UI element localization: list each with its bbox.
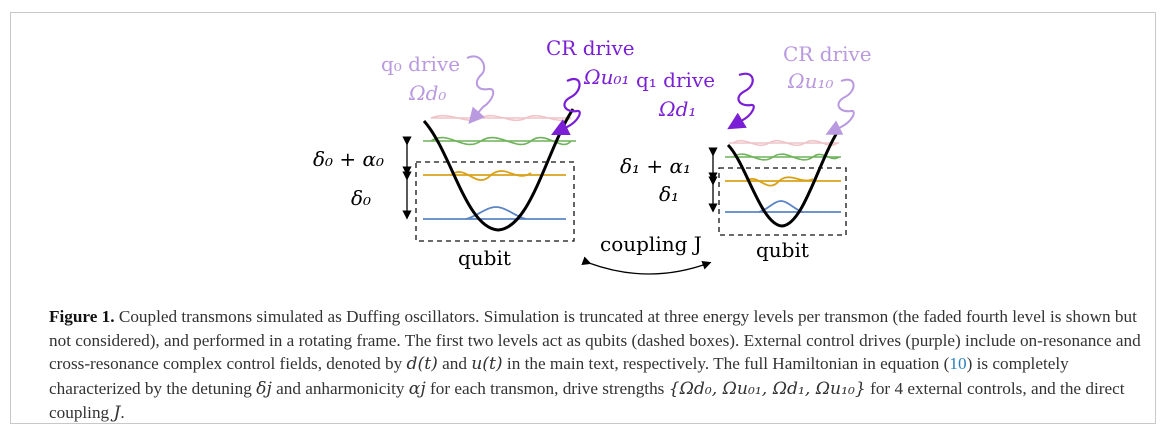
cr10-drive-symbol: Ωu₁₀ [787, 69, 834, 93]
caption-text-6: for each transmon, drive strengths [425, 378, 669, 398]
coupling-label: coupling J [600, 232, 702, 256]
caption-text-4: ) is completely characterized by the det… [49, 354, 1069, 398]
right-transmon [708, 130, 847, 236]
left-wave-1 [450, 170, 532, 181]
right-gap-bottom-label: δ₁ [659, 182, 679, 206]
caption-drive-set: {Ωd₀, Ωu₀₁, Ωd₁, Ωu₁₀} [668, 378, 866, 399]
left-gap-top-label: δ₀ + α₀ [313, 147, 384, 171]
right-potential-well [726, 130, 840, 228]
cr10-drive-label: CR drive [783, 42, 872, 66]
q1-drive-label: q₁ drive [636, 68, 715, 92]
coupling-arrow [581, 256, 712, 275]
right-wave-3-faded [732, 139, 838, 147]
caption-d-t: d(t) [406, 354, 438, 375]
caption-alpha-j: αj [408, 378, 426, 399]
cr01-drive-squiggle [551, 78, 581, 135]
caption-label: Figure 1. [49, 307, 115, 326]
right-gap-top-label: δ₁ + α₁ [620, 154, 691, 178]
caption-text-7: for 4 external controls, and the direct … [49, 378, 1125, 423]
q0-drive-squiggle [466, 55, 495, 125]
caption-text-5: and anharmonicity [271, 378, 409, 398]
right-qubit-label: qubit [756, 238, 809, 262]
cr01-drive-label: CR drive [546, 36, 635, 60]
q0-drive-symbol: Ωd₀ [408, 81, 446, 105]
left-qubit-label: qubit [458, 246, 511, 270]
figure-diagram: q₀ drive Ωd₀ CR drive Ωu₀₁ q₁ drive Ωd₁ … [313, 36, 872, 275]
left-gap-bottom-label: δ₀ [351, 186, 371, 210]
caption-text-8: . [120, 403, 125, 423]
left-wave-3-faded [430, 114, 572, 122]
q0-drive-label: q₀ drive [381, 52, 460, 76]
figure-caption: Figure 1. Coupled transmons simulated as… [49, 305, 1149, 426]
left-potential-well [422, 108, 575, 232]
caption-u-t: u(t) [471, 354, 503, 375]
right-wave-0 [758, 200, 804, 213]
right-wave-1 [745, 176, 814, 187]
q1-drive-squiggle [727, 72, 755, 130]
right-qubit-box [718, 167, 847, 236]
q1-drive-symbol: Ωd₁ [658, 97, 696, 121]
left-wave-2 [430, 136, 572, 146]
left-transmon [402, 108, 576, 242]
cr10-drive-squiggle [825, 78, 855, 135]
left-qubit-box [415, 161, 575, 242]
caption-coupling-j: J [113, 403, 121, 424]
caption-delta-j: δj [256, 378, 272, 399]
caption-text-1: Coupled transmons simulated as Duffing o… [49, 307, 1141, 374]
cr01-drive-symbol: Ωu₀₁ [583, 65, 630, 89]
caption-text-2: and [437, 354, 472, 374]
figure-frame: q₀ drive Ωd₀ CR drive Ωu₀₁ q₁ drive Ωd₁ … [10, 12, 1156, 424]
equation-ref-link[interactable]: 10 [949, 354, 967, 374]
caption-text-3: in the main text, respectively. The full… [502, 354, 950, 374]
